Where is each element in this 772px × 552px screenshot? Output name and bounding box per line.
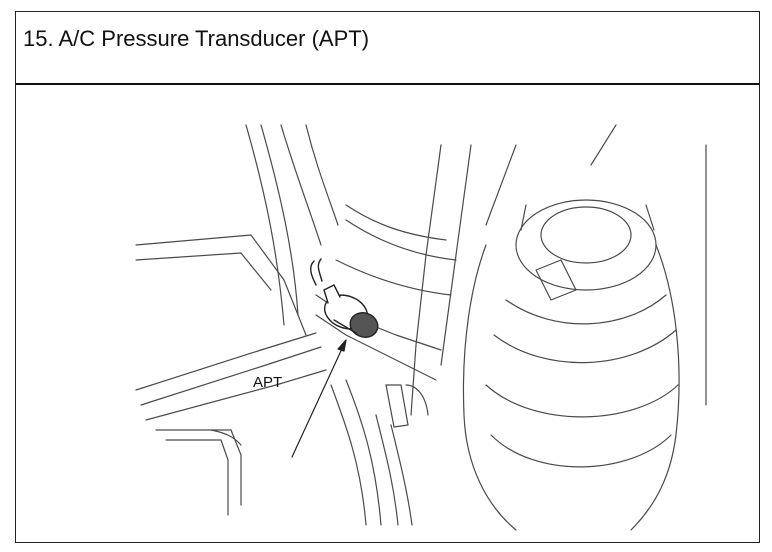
clamp — [385, 384, 409, 428]
horizontal-rail — [140, 346, 322, 406]
lower-bracket — [155, 429, 242, 506]
reservoir-neck — [645, 204, 655, 231]
clamp — [405, 384, 429, 416]
lower-hose — [375, 414, 399, 526]
reservoir-body — [462, 244, 517, 531]
lower-hose — [390, 424, 413, 526]
left-bracket — [135, 234, 307, 336]
reservoir-body — [630, 244, 680, 531]
left-bracket — [135, 252, 272, 291]
lower-hose — [330, 384, 367, 526]
callout-leader — [291, 339, 347, 458]
central-duct — [345, 219, 457, 261]
reservoir-neck — [520, 204, 527, 231]
right-edge-line — [590, 124, 617, 166]
lower-bracket — [210, 429, 242, 446]
lower-hose — [345, 379, 382, 526]
reservoir-body — [493, 329, 677, 364]
lower-bracket — [165, 439, 229, 516]
left-structure-line — [245, 124, 285, 326]
figure-title: 15. A/C Pressure Transducer (APT) — [23, 26, 370, 51]
reservoir-body — [505, 294, 667, 325]
engine-bay-illustration — [135, 124, 707, 531]
figure-frame: 15. A/C Pressure Transducer (APT) — [15, 11, 760, 543]
callout-arrowhead — [337, 339, 347, 352]
duct-vertical — [410, 144, 442, 416]
duct-vertical — [440, 144, 472, 366]
central-duct — [315, 314, 437, 381]
reservoir-cap-inner — [540, 206, 632, 264]
left-structure-line — [280, 124, 322, 246]
left-structure-line — [305, 124, 339, 226]
reservoir-cap-top — [515, 199, 657, 291]
duct-vertical — [485, 144, 517, 226]
left-structure-line — [260, 124, 299, 316]
central-duct — [335, 259, 452, 296]
horizontal-rail — [145, 369, 327, 421]
reservoir-body — [485, 384, 679, 418]
central-duct — [345, 204, 447, 241]
horizontal-rail — [135, 332, 317, 391]
reservoir-cap-tab — [535, 259, 577, 301]
figure-header: 15. A/C Pressure Transducer (APT) — [16, 12, 759, 85]
apt-sensor — [309, 258, 379, 338]
reservoir-body — [490, 434, 672, 468]
apt-callout-label: APT — [253, 374, 283, 391]
